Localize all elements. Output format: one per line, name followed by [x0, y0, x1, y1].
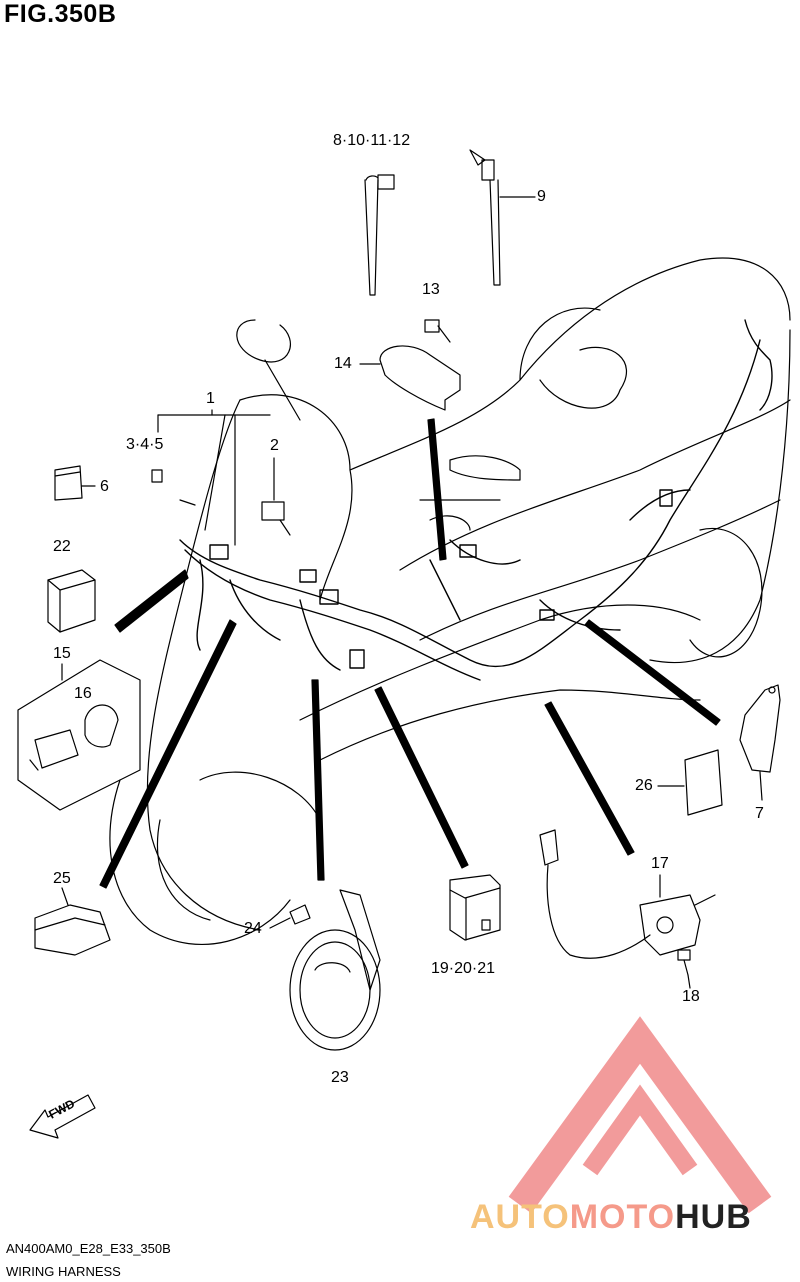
callout-17: 17: [651, 855, 669, 872]
callout-22: 22: [53, 538, 71, 555]
callout-15: 15: [53, 645, 71, 662]
part-22: [47, 569, 96, 633]
part-sensor-17: [539, 829, 716, 959]
part-bolt-13: [424, 319, 451, 343]
callout-8-10-11-12: 8·10·11·12: [333, 132, 411, 149]
figure-title: FIG.350B: [4, 0, 117, 28]
callout-7: 7: [755, 805, 764, 822]
callout-3-4-5: 3·4·5: [126, 436, 164, 453]
watermark-logo: [508, 1016, 772, 1214]
part-screw-18: [677, 949, 691, 989]
callout-19-20-21: 19·20·21: [431, 960, 496, 977]
part-26: [657, 749, 723, 816]
watermark-text: AUTOMOTOHUB: [470, 1198, 752, 1236]
scooter-outline: [109, 257, 791, 945]
part-clamp: [469, 149, 536, 286]
part-horn-23: [269, 889, 381, 1051]
wiring-harness: [179, 319, 773, 681]
callout-6: 6: [100, 478, 109, 495]
part-bracket-7: [739, 684, 781, 801]
callout-9: 9: [537, 188, 546, 205]
callout-24: 24: [244, 920, 262, 937]
part-bracket-14: [359, 345, 461, 411]
callout-14: 14: [334, 355, 352, 372]
callout-1: 1: [206, 390, 215, 407]
fwd-arrow-icon: [29, 1094, 96, 1139]
callout-2: 2: [270, 437, 279, 454]
callout-26: 26: [635, 777, 653, 794]
callout-13: 13: [422, 281, 440, 298]
callout-16: 16: [74, 685, 92, 702]
leader-lines-1: [151, 409, 271, 546]
part-relay-2: [261, 457, 291, 536]
callout-23: 23: [331, 1069, 349, 1086]
callout-18: 18: [682, 988, 700, 1005]
part-connector-19: [449, 874, 501, 941]
figure-name: WIRING HARNESS: [6, 1264, 121, 1279]
figure-code: AN400AM0_E28_E33_350B: [6, 1241, 171, 1256]
part-cable-tie: [364, 174, 395, 296]
callout-25: 25: [53, 870, 71, 887]
part-6: [54, 465, 96, 501]
part-15-panel: [17, 659, 141, 811]
pointer-arrows: [99, 418, 721, 889]
part-25: [34, 887, 111, 956]
